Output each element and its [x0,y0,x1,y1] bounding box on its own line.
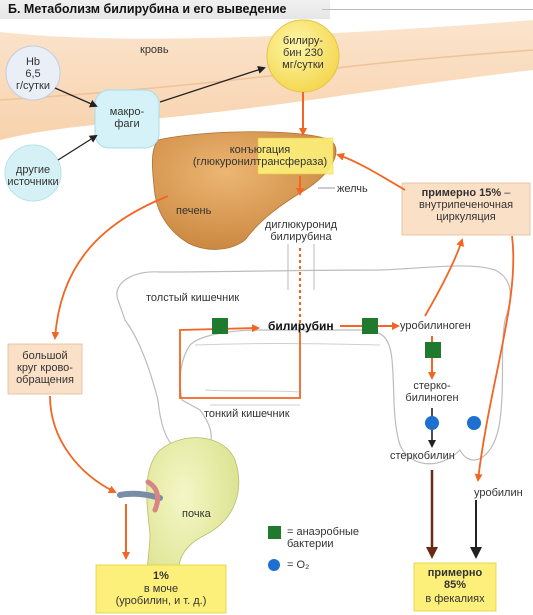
bacteria-square [362,318,378,334]
urine-bold: 1% [153,570,169,582]
oxygen-dot [425,416,439,430]
title-rule [322,9,533,10]
urobilin-label: уробилин [474,487,523,499]
feces-box [413,562,497,612]
hb-line3: г/сутки [15,80,51,92]
diglucuronide-label: диглюкуронид билирубина [264,219,338,243]
urine-label: 1% [96,570,226,582]
blood-vessel [0,20,533,140]
other-sources-circle [4,144,62,202]
enterohepatic-box [401,182,531,236]
feces-rest: в фекалиях [425,593,485,605]
macrophages-label: макро- фаги [109,106,145,130]
feces-bold: примерно 85% [427,567,483,591]
urobilinogen-label: уробилиноген [400,320,471,332]
systemic-box [7,343,83,395]
macrophage-cell [94,89,160,149]
kidney-label: почка [182,508,211,520]
legend-oxygen: = O₂ [287,559,310,571]
blood-label: кровь [140,44,169,56]
enterohepatic-label: примерно 15% – внутрипеченочная циркуляц… [404,187,528,223]
hb-line1: Hb [25,56,41,68]
bilirubin-intestine-label: билирубин [268,319,334,333]
small-intestine-label: тонкий кишечник [204,408,290,420]
systemic-label: большой круг крово- обращения [16,350,74,386]
diagram-title: Б. Метаболизм билирубина и его выведение [0,0,330,19]
conjugation-label: конъюгация (глюкуронилтрансфераза) [192,144,328,168]
oxygen-dot [467,416,481,430]
stercobilinogen-label: стерко- билиноген [405,380,459,404]
large-intestine-label: толстый кишечник [146,292,240,304]
stercobilin-label: стеркобилин [390,450,455,462]
bilirubin-blood-label: билиру- бин 230 мг/сутки [282,35,324,71]
hb-line2: 6,5 [25,68,41,80]
bacteria-square [425,342,441,358]
legend-oxygen-dot [268,559,280,571]
hb-circle [5,45,61,101]
other-sources-label: другие источники [7,164,59,188]
bacteria-square [212,318,228,334]
bile-label: желчь [337,183,368,195]
legend-anaerobic: = анаэробные бактерии [287,526,360,550]
enterohepatic-rest: – внутрипеченочная циркуляция [418,187,514,223]
enterohepatic-bold: примерно 15% [421,187,502,199]
urine-box [95,564,227,614]
liver-label: печень [176,205,212,217]
urine-rest: в моче (уробилин, и т. д.) [115,583,207,607]
legend-bacteria-square [268,526,281,539]
